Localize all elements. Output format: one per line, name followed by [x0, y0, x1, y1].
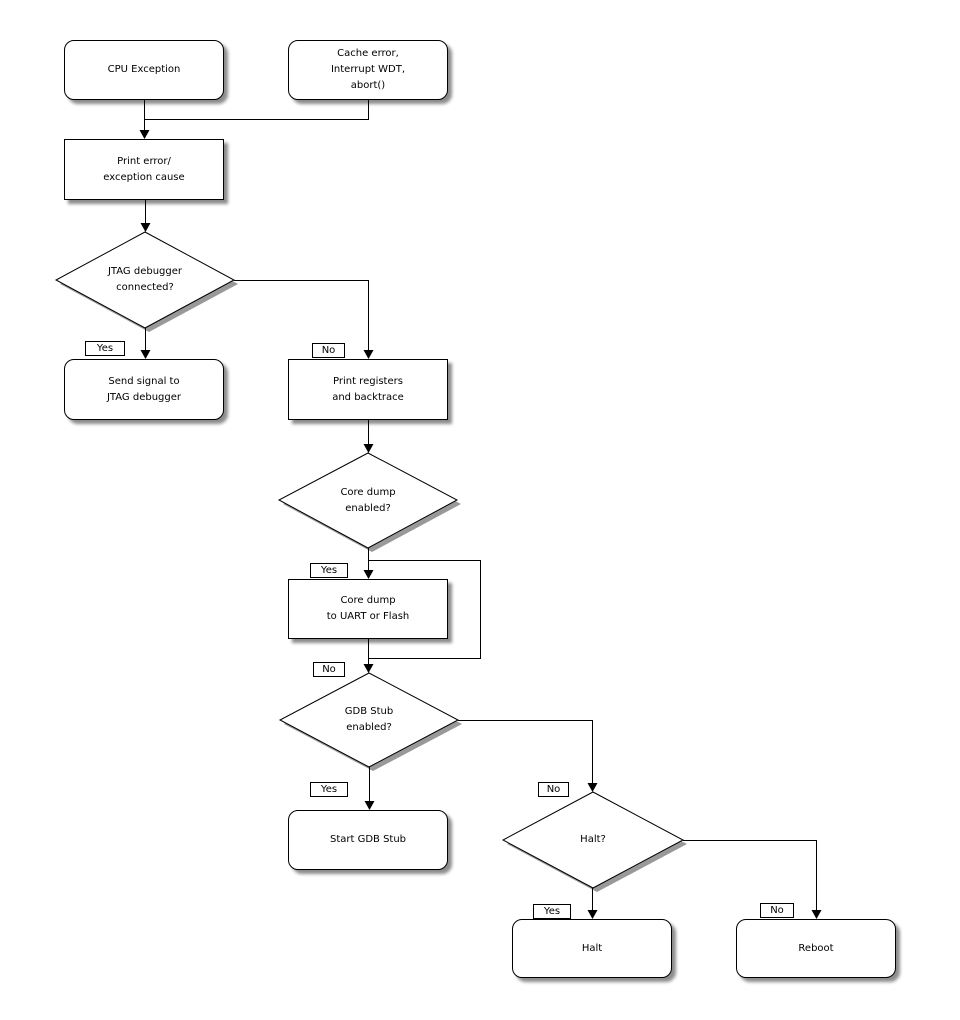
arrowheads [139, 130, 822, 919]
node-start-gdb-stub: Start GDB Stub [288, 810, 448, 870]
node-halt: Halt [512, 919, 672, 978]
node-reboot-label: Reboot [798, 942, 834, 954]
node-cache-error: Cache error, Interrupt WDT, abort() [288, 40, 448, 100]
node-cpu-exception-label: CPU Exception [107, 64, 181, 75]
node-send-signal: Send signal to JTAG debugger [64, 359, 224, 420]
node-print-error: Print error/ exception cause [64, 139, 224, 200]
node-cache-error-label: Cache error, Interrupt WDT, abort() [330, 48, 406, 91]
diamond-shapes [54, 231, 685, 889]
edge-label-jtag-yes: Yes [85, 341, 125, 356]
edge-label-halt-no: No [760, 903, 794, 918]
decision-core-dump-shape [277, 452, 459, 549]
edge-label-jtag-no: No [312, 343, 345, 358]
edge-label-gdb-stub-yes: Yes [310, 782, 348, 797]
edge-label-core-dump-no: No [313, 662, 345, 677]
edge-lines [144, 100, 817, 911]
node-print-registers-label: Print registers and backtrace [332, 375, 404, 403]
edge-label-halt-yes: Yes [533, 904, 571, 919]
node-core-dump-label: Core dump to UART or Flash [326, 595, 410, 622]
node-print-error-label: Print error/ exception cause [103, 155, 185, 183]
node-reboot: Reboot [736, 919, 896, 978]
edge-label-gdb-stub-no: No [538, 782, 569, 797]
node-halt-label: Halt [581, 942, 603, 954]
node-core-dump: Core dump to UART or Flash [288, 579, 448, 639]
node-start-gdb-stub-label: Start GDB Stub [329, 834, 407, 845]
decision-halt-shape [501, 791, 685, 889]
decision-gdb-stub-shape [278, 672, 460, 768]
node-send-signal-label: Send signal to JTAG debugger [106, 375, 182, 403]
decision-jtag-debugger-shape [54, 231, 236, 329]
edge-label-core-dump-yes: Yes [310, 563, 348, 578]
node-print-registers: Print registers and backtrace [288, 359, 448, 420]
node-cpu-exception: CPU Exception [64, 40, 224, 100]
